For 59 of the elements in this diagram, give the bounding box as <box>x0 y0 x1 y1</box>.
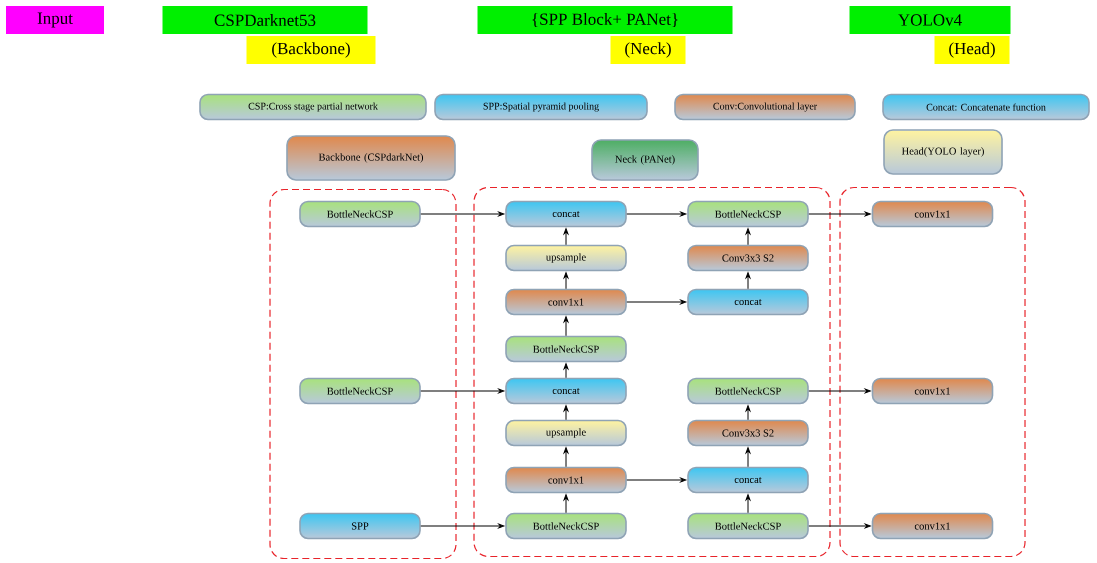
highlighted-heading: CSPDarknet53 <box>162 6 368 34</box>
highlighted-heading: (Neck) <box>610 36 686 64</box>
arrow <box>563 494 569 514</box>
arrow <box>563 405 569 421</box>
layer-pill: BottleNeckCSP <box>299 200 421 228</box>
layer-pill: Conv3x3 S2 <box>687 419 809 447</box>
section-pill: Backbone (CSPdarkNet) <box>286 135 456 181</box>
legend-pill: Concat: Concatenate function <box>882 93 1090 121</box>
layer-pill: upsample <box>505 419 627 447</box>
layer-pill: BottleNeckCSP <box>687 377 809 405</box>
layer-pill: concat <box>687 466 809 494</box>
arrow <box>745 447 751 468</box>
layer-pill: SPP <box>299 512 421 540</box>
layer-pill: BottleNeckCSP <box>299 377 421 405</box>
dashed-group-box <box>839 186 1026 558</box>
layer-pill: BottleNeckCSP <box>505 512 627 540</box>
arrow <box>420 523 505 529</box>
section-pill: Neck (PANet) <box>591 139 699 181</box>
arrow <box>808 523 871 529</box>
layer-pill: BottleNeckCSP <box>687 200 809 228</box>
dashed-group-box <box>473 186 831 558</box>
arrow <box>420 388 505 394</box>
arrow <box>563 228 569 246</box>
highlighted-heading: Input <box>6 6 104 34</box>
arrow <box>563 272 569 290</box>
highlighted-heading: (Backbone) <box>246 36 376 64</box>
arrow <box>745 494 751 514</box>
dashed-group-box <box>269 188 457 560</box>
arrow <box>745 272 751 290</box>
arrow <box>626 477 687 483</box>
layer-pill: concat <box>687 288 809 316</box>
arrow <box>563 363 569 379</box>
legend-pill: CSP:Cross stage partial network <box>199 93 427 121</box>
arrow <box>745 405 751 421</box>
legend-pill: SPP:Spatial pyramid pooling <box>434 93 648 121</box>
layer-pill: concat <box>505 377 627 405</box>
arrow <box>420 211 505 217</box>
highlighted-heading: (Head) <box>934 36 1010 64</box>
highlighted-heading: YOLOv4 <box>849 6 1011 34</box>
layer-pill: conv1x1 <box>871 200 994 228</box>
arrow <box>563 447 569 468</box>
layer-pill: concat <box>505 200 627 228</box>
section-pill: Head(YOLO layer) <box>883 129 1003 175</box>
highlighted-heading: {SPP Block+ PANet} <box>477 6 733 34</box>
layer-pill: conv1x1 <box>505 466 627 494</box>
arrow <box>808 211 871 217</box>
layer-pill: BottleNeckCSP <box>505 335 627 363</box>
layer-pill: conv1x1 <box>871 377 994 405</box>
layer-pill: conv1x1 <box>505 288 627 316</box>
layer-pill: Conv3x3 S2 <box>687 244 809 272</box>
arrow <box>626 299 687 305</box>
layer-pill: BottleNeckCSP <box>687 512 809 540</box>
layer-pill: conv1x1 <box>871 512 994 540</box>
arrow <box>563 316 569 337</box>
layer-pill: upsample <box>505 244 627 272</box>
legend-pill: Conv:Convolutional layer <box>674 93 856 121</box>
arrow <box>745 228 751 246</box>
arrow <box>626 211 687 217</box>
arrow <box>808 388 871 394</box>
